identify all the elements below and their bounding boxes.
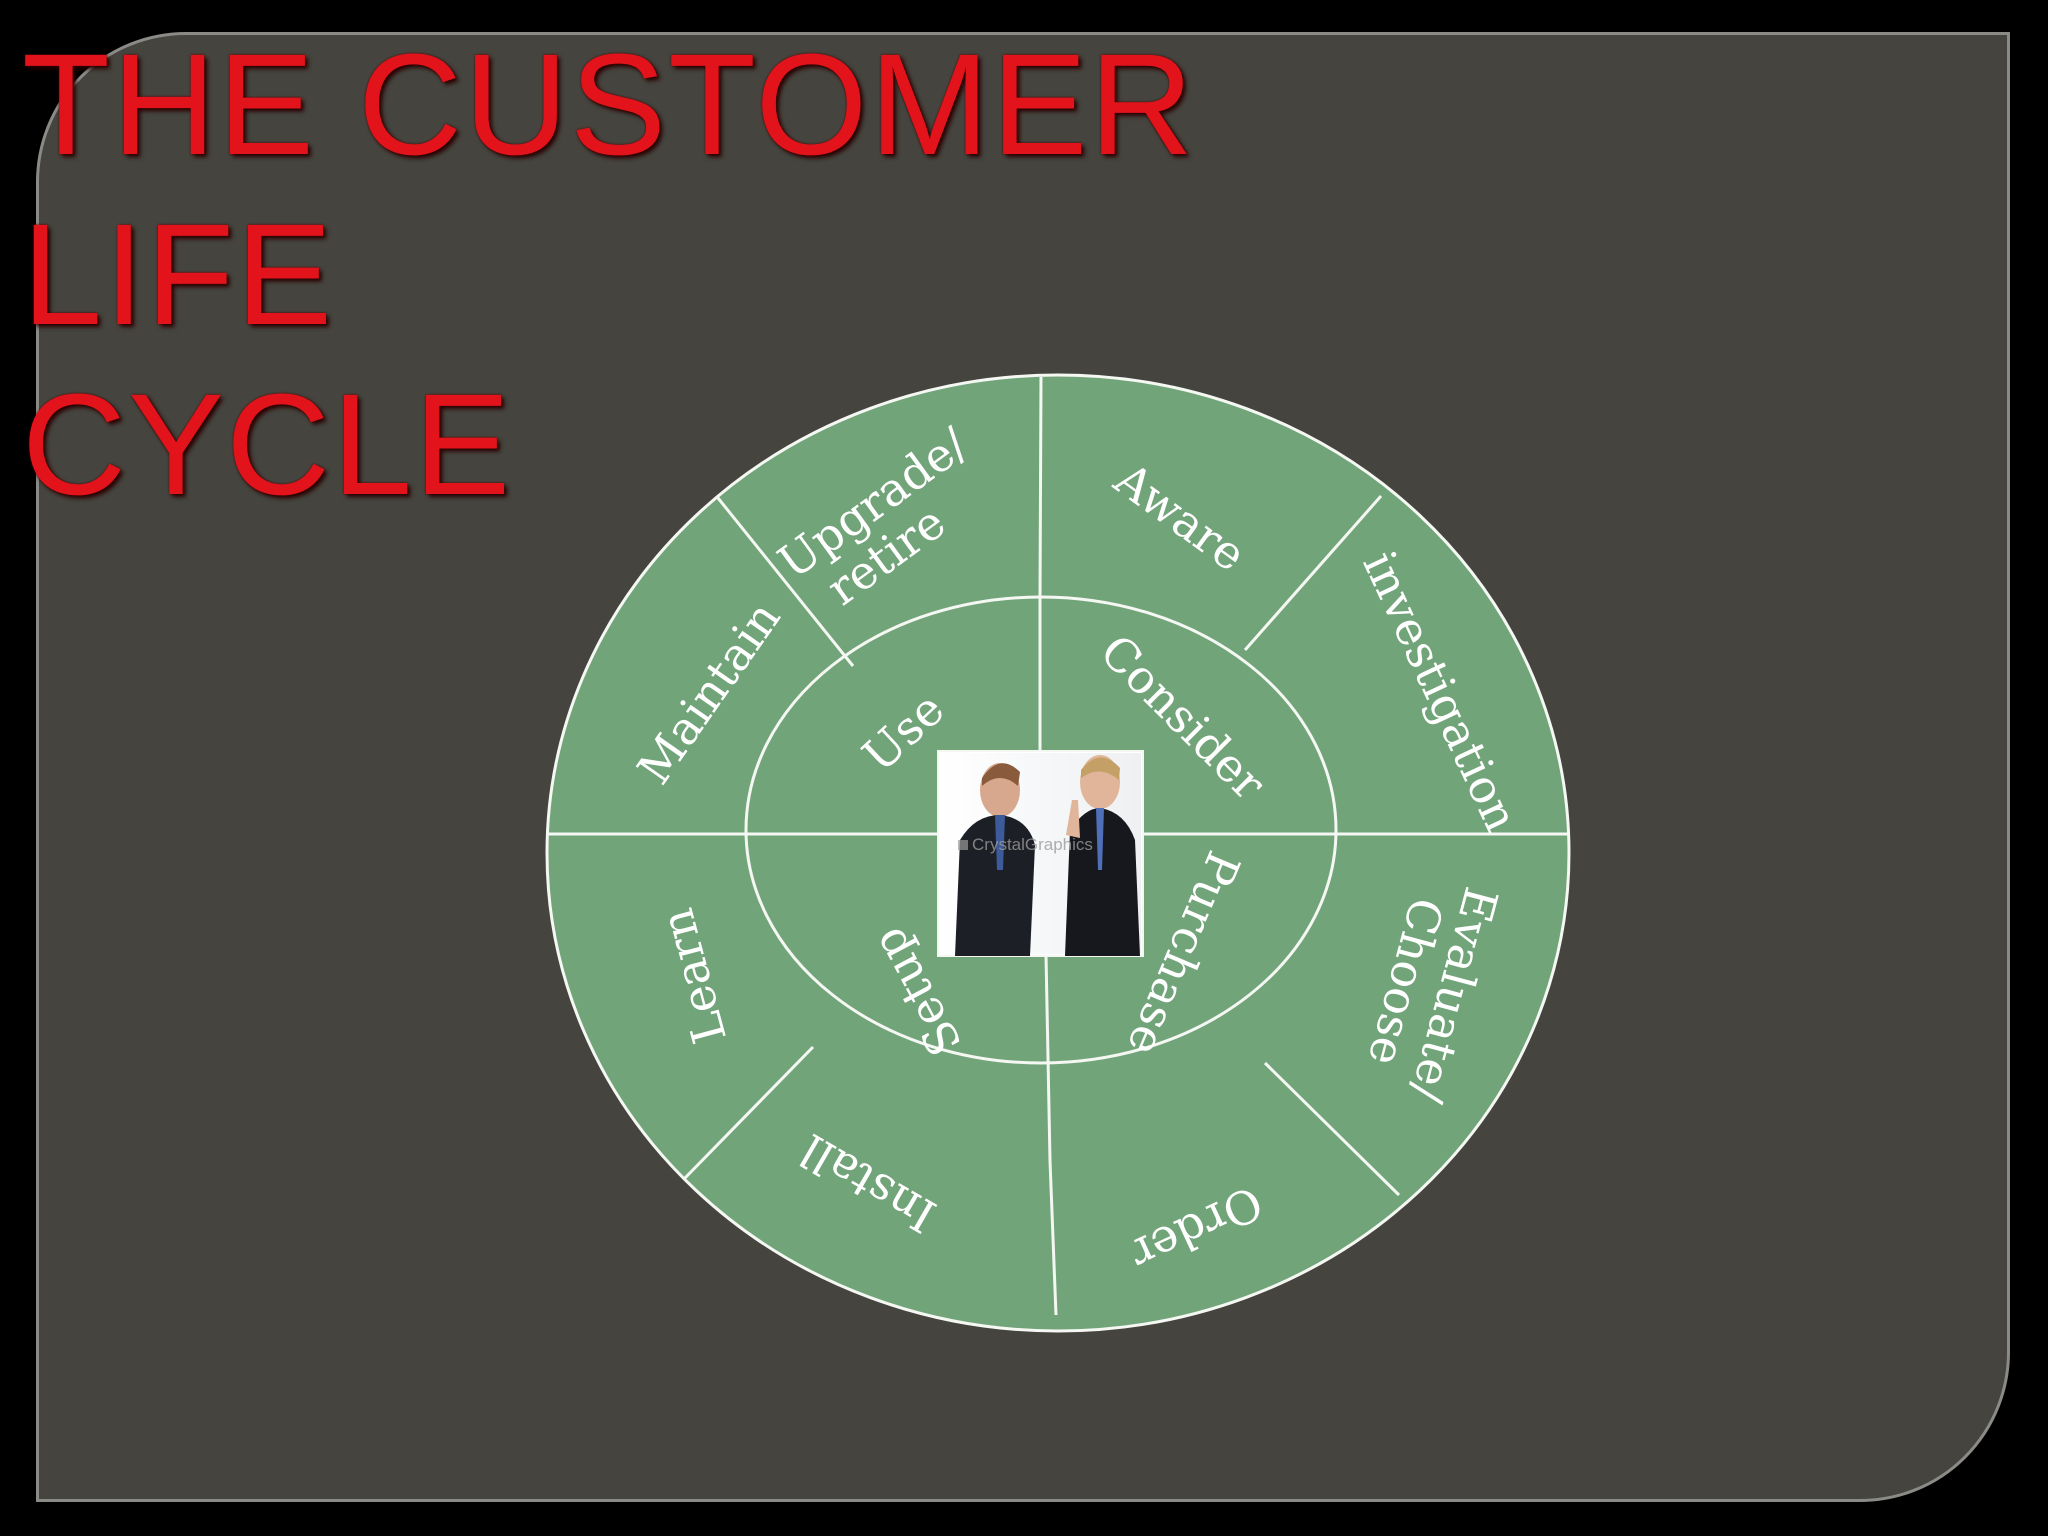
center-photo-watermark: CrystalGraphics bbox=[972, 835, 1093, 854]
divider-outer-top bbox=[1040, 377, 1041, 597]
center-photo: CrystalGraphics bbox=[938, 751, 1143, 956]
